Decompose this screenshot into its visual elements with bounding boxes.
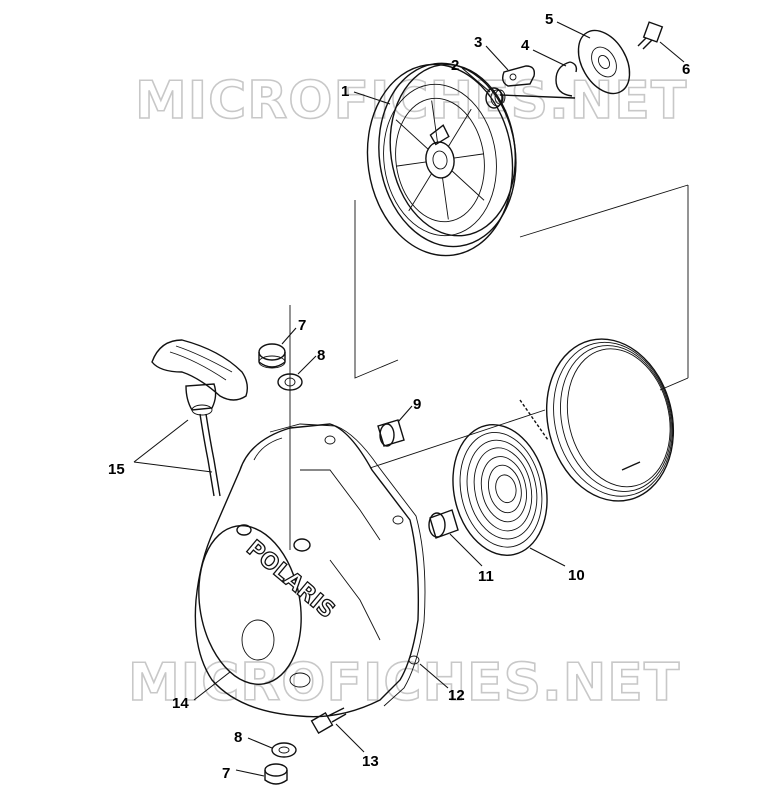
callout-8-bottom: 8 bbox=[234, 729, 242, 746]
callout-12: 12 bbox=[448, 687, 465, 704]
callout-9: 9 bbox=[413, 396, 421, 413]
pawl bbox=[499, 65, 576, 99]
plug-bottom bbox=[264, 763, 288, 785]
callout-14: 14 bbox=[172, 695, 189, 712]
pulley bbox=[366, 62, 517, 257]
callout-3: 3 bbox=[474, 34, 482, 51]
callout-8-top: 8 bbox=[317, 347, 325, 364]
bushing-lower bbox=[428, 509, 459, 539]
callout-15: 15 bbox=[108, 461, 125, 478]
callouts: 1 2 3 4 5 6 7 8 9 10 11 12 13 14 15 8 7 bbox=[108, 11, 690, 782]
friction-plate bbox=[577, 29, 631, 95]
plug-top bbox=[258, 343, 286, 369]
center-bolt bbox=[637, 21, 664, 50]
callout-13: 13 bbox=[362, 753, 379, 770]
callout-6: 6 bbox=[682, 61, 690, 78]
washer-top bbox=[277, 373, 303, 391]
callout-4: 4 bbox=[521, 37, 530, 54]
starter-handle bbox=[151, 339, 249, 497]
watermark-bottom: MICROFICHES.NET bbox=[128, 653, 680, 713]
callout-5: 5 bbox=[545, 11, 553, 28]
pawl-spring bbox=[485, 87, 506, 109]
callout-2: 2 bbox=[451, 57, 459, 74]
watermark-top: MICROFICHES.NET bbox=[135, 71, 687, 131]
starter-rope-coil bbox=[519, 338, 675, 502]
callout-10: 10 bbox=[568, 567, 585, 584]
housing-bolt bbox=[310, 707, 347, 735]
callout-7-top: 7 bbox=[298, 317, 306, 334]
recoil-spring bbox=[452, 424, 548, 556]
retaining-clip bbox=[555, 61, 578, 97]
bushing-upper bbox=[377, 419, 405, 447]
washer-bottom bbox=[271, 742, 297, 758]
callout-7-bottom: 7 bbox=[222, 765, 230, 782]
callout-11: 11 bbox=[478, 568, 494, 585]
callout-1: 1 bbox=[341, 83, 349, 100]
leader-lines bbox=[133, 21, 685, 777]
